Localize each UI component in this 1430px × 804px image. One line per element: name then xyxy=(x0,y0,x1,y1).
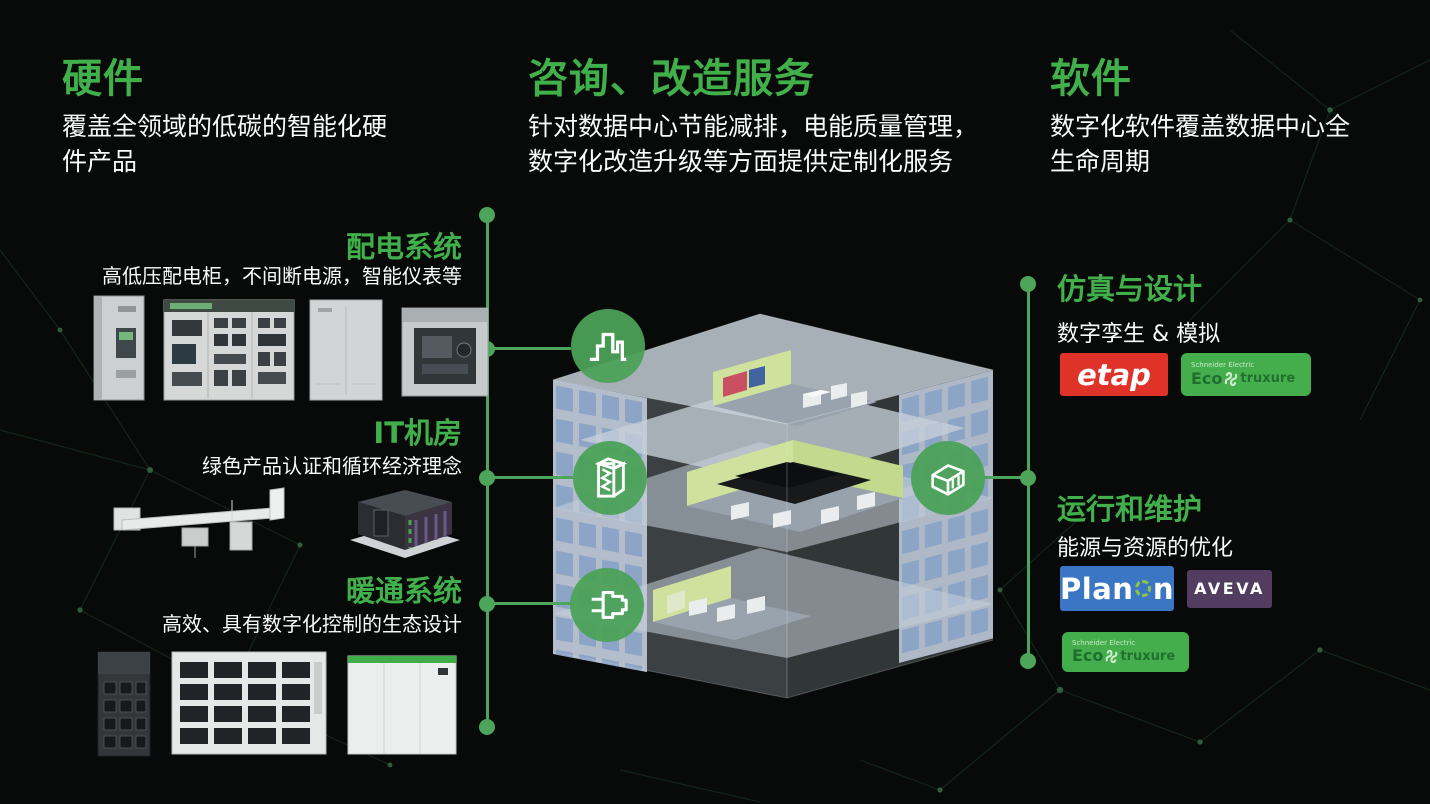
connector-node xyxy=(1020,653,1036,669)
ecostruxure-logo-text: truxure xyxy=(1240,371,1296,387)
connector-line xyxy=(487,476,573,479)
hvac-power-circle xyxy=(570,568,644,642)
software-subtitle: 数字化软件覆盖数据中心全 生命周期 xyxy=(1050,112,1351,176)
section-desc-it-room: 绿色产品认证和循环经济理念 xyxy=(202,454,462,478)
power-distribution-products xyxy=(92,292,494,404)
section-title-simulation-design: 仿真与设计 xyxy=(1057,272,1203,306)
chiller-unit-image xyxy=(171,651,327,755)
ecostruxure-logo-text: Eco xyxy=(1072,646,1104,666)
section-desc-operation-maintenance: 能源与资源的优化 xyxy=(1057,536,1234,561)
section-desc-hvac: 高效、具有数字化控制的生态设计 xyxy=(162,612,462,636)
section-title-it-room: IT机房 xyxy=(373,416,462,450)
aveva-logo: AVEVA xyxy=(1187,569,1272,608)
busduct-icon xyxy=(594,457,628,498)
connector-node xyxy=(1020,276,1036,292)
connector-node xyxy=(479,719,495,735)
hardware-subtitle: 覆盖全领域的低碳的智能化硬 件产品 xyxy=(62,112,388,176)
mv-switchgear-cabinet-image xyxy=(93,295,145,401)
section-title-power-distribution: 配电系统 xyxy=(345,230,462,264)
ecostruxure-swirl-icon xyxy=(1225,371,1238,386)
schneider-brand-text: Schneider Electric xyxy=(1072,639,1136,648)
lv-switchboard-image xyxy=(163,299,295,401)
it-room-products xyxy=(112,476,466,568)
hvac-products xyxy=(92,642,468,760)
services-title: 咨询、改造服务 xyxy=(528,56,815,102)
schneider-brand-text: Schneider Electric xyxy=(1191,361,1255,370)
inrow-cooling-unit-image xyxy=(97,651,151,757)
section-title-hvac: 暖通系统 xyxy=(345,574,462,608)
air-circuit-breaker-image xyxy=(401,307,489,397)
ecostruxure-logo-text: Eco xyxy=(1191,368,1223,388)
crac-unit-image xyxy=(347,655,457,755)
hardware-title: 硬件 xyxy=(62,56,144,102)
connector-line xyxy=(487,347,571,350)
connector-node xyxy=(479,470,495,486)
it-room-circle xyxy=(573,441,647,515)
connector-line xyxy=(487,602,571,605)
facility-circle xyxy=(911,441,985,515)
power-plug-icon xyxy=(591,591,628,619)
pulse-waveform-icon xyxy=(589,332,627,362)
rack-containment-image xyxy=(350,490,460,558)
software-title: 软件 xyxy=(1050,56,1132,102)
planon-logo-text: Plan xyxy=(1060,571,1134,606)
etap-logo: etap xyxy=(1060,353,1168,396)
connector-node xyxy=(1020,470,1036,486)
top-floor-room xyxy=(713,350,877,426)
planon-logo-text: n xyxy=(1152,571,1174,606)
section-title-operation-maintenance: 运行和维护 xyxy=(1057,492,1203,526)
ecostruxure-logo: Schneider Electric Eco truxure xyxy=(1181,353,1311,396)
services-subtitle: 针对数据中心节能减排，电能质量管理， 数字化改造升级等方面提供定制化服务 xyxy=(528,112,979,176)
connector-line xyxy=(984,476,1029,479)
planon-o-glyph xyxy=(1135,580,1151,597)
ecostruxure-logo: Schneider Electric Eco truxure xyxy=(1062,632,1189,672)
busway-system-image xyxy=(113,487,285,558)
section-desc-simulation-design: 数字孪生 & 模拟 xyxy=(1057,322,1221,347)
ecostruxure-swirl-icon xyxy=(1106,649,1118,663)
bottom-floor-room xyxy=(653,566,811,640)
middle-floor-room xyxy=(687,440,903,532)
connector-node xyxy=(479,207,495,223)
aveva-logo-text: AVEVA xyxy=(1194,579,1265,598)
operation-logos-row2: Schneider Electric Eco truxure xyxy=(1062,632,1189,672)
section-desc-power-distribution: 高低压配电柜，不间断电源，智能仪表等 xyxy=(102,264,462,288)
etap-logo-text: etap xyxy=(1077,357,1151,392)
power-quality-circle xyxy=(571,309,645,383)
simulation-logos: etap Schneider Electric Eco truxure xyxy=(1060,353,1311,396)
connector-node xyxy=(479,596,495,612)
building-icon xyxy=(931,464,965,496)
ecostruxure-logo-text: truxure xyxy=(1120,648,1176,664)
ups-cabinet-image xyxy=(309,299,383,401)
